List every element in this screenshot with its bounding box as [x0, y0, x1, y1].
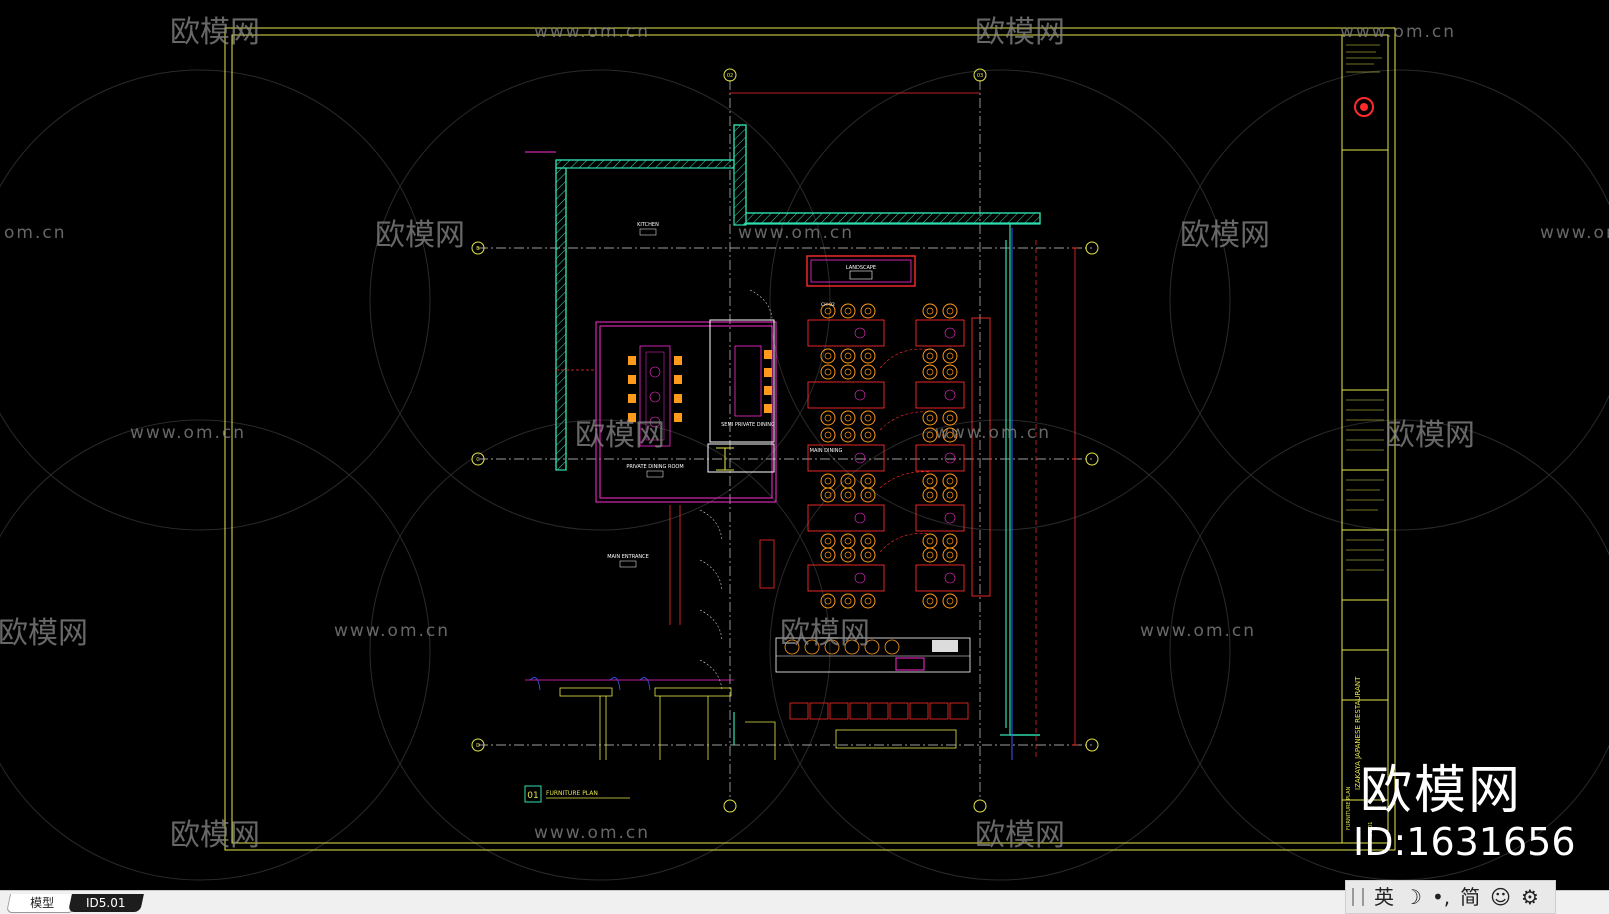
sheet-inner-frame — [231, 34, 1389, 844]
tab-model-label: 模型 — [30, 896, 55, 910]
watermark-url: om.cn — [4, 223, 67, 243]
kitchen-label: KITCHEN — [637, 222, 659, 228]
cad-drawing-canvas[interactable]: IZAKAYA JAPANESE RESTAURANT FURNITURE PL… — [0, 0, 1609, 890]
ime-emoji-icon[interactable]: ☺ — [1490, 885, 1511, 909]
tab-layout-label: ID5.01 — [86, 896, 126, 910]
entrance-doors — [699, 289, 773, 691]
service-lines — [525, 369, 775, 681]
watermark-brands: 欧模网 欧模网 欧模网 欧模网 欧模网 欧模网 欧模网 欧模网 欧模网 欧模网 … — [0, 15, 1609, 853]
private-dining-room: PRIVATE DINING ROOM SEMI PRIVATE DINING — [626, 345, 775, 478]
plan-number: 01 — [527, 791, 538, 801]
semi-private-label: SEMI PRIVATE DINING — [721, 422, 775, 428]
watermark-brand: 欧模网 — [1385, 418, 1475, 453]
watermark-url: www.om.cn — [935, 423, 1051, 443]
plan-title-text: FURNITURE PLAN — [546, 790, 598, 797]
title-block-sheet-title: FURNITURE PLAN — [1346, 787, 1352, 830]
watermark-brand: 欧模网 — [170, 818, 260, 853]
company-logo-icon — [1354, 97, 1374, 117]
ime-settings-icon[interactable]: ⚙ — [1520, 885, 1539, 909]
plan-title: 01 FURNITURE PLAN — [524, 785, 630, 803]
chair-tag: CH-02 — [821, 302, 835, 308]
curtain-wall — [1005, 228, 1037, 760]
watermark-brand: 欧模网 — [975, 818, 1065, 853]
ime-moon-icon[interactable]: ☽ — [1404, 885, 1422, 909]
private-dining-label: PRIVATE DINING ROOM — [626, 464, 683, 470]
landscape-label: LANDSCAPE — [846, 265, 876, 271]
watermark-url: www.om.cn — [738, 223, 854, 243]
watermark-circles — [0, 69, 1609, 881]
landscape-planter: LANDSCAPE — [806, 255, 916, 287]
watermark-brand: 欧模网 — [375, 218, 465, 253]
main-entrance-label: MAIN ENTRANCE — [607, 554, 649, 560]
title-block-project-name: IZAKAYA JAPANESE RESTAURANT — [1354, 676, 1362, 790]
entrance: MAIN ENTRANCE — [607, 554, 649, 568]
ime-grip-icon[interactable] — [1352, 888, 1364, 906]
watermark-url: www.om.cn — [1540, 223, 1609, 243]
watermark-brand: 欧模网 — [1180, 218, 1270, 253]
watermark-url: www.om.cn — [1140, 621, 1256, 641]
watermark-brand: 欧模网 — [780, 616, 870, 651]
main-dining-tables: CH-02 MAIN DINING — [807, 302, 991, 609]
ime-toolbar: 英 ☽ •, 简 ☺ ⚙ — [1345, 880, 1556, 914]
ime-punct-toggle[interactable]: •, — [1431, 885, 1451, 909]
title-block-sheet-no: ID5.01 — [1368, 822, 1374, 838]
watermark-url: www.om.cn — [534, 22, 650, 42]
tab-layout-id501[interactable]: ID5.01 — [68, 894, 144, 912]
grid-bubbles — [471, 68, 1099, 813]
main-dining-label: MAIN DINING — [810, 448, 843, 454]
watermark-url: www.om.cn — [1340, 22, 1456, 42]
exterior-walls — [555, 124, 1041, 745]
watermark-url: www.om.cn — [534, 823, 650, 843]
watermark-brand: 欧模网 — [975, 15, 1065, 50]
watermark-big-brand: 欧模网 — [1360, 761, 1523, 821]
sheet-outer-frame — [224, 27, 1396, 851]
grid-tag-02-top: 02 — [727, 73, 733, 79]
watermark-brand: 欧模网 — [170, 15, 260, 50]
dimension-lines — [730, 92, 1078, 746]
ime-simplified-toggle[interactable]: 简 — [1460, 885, 1481, 909]
watermark-url: www.om.cn — [130, 423, 246, 443]
watermark-brand: 欧模网 — [0, 616, 88, 651]
south-walls — [529, 677, 776, 760]
kitchen-room: KITCHEN — [637, 222, 659, 236]
watermark-id: ID:1631656 — [1353, 820, 1576, 864]
grid-tag-03-top: 03 — [977, 73, 983, 79]
watermark-url: www.om.cn — [334, 621, 450, 641]
watermark-brand: 欧模网 — [575, 418, 665, 453]
grid-tag-b-left: B — [476, 246, 480, 252]
grid-tag-c-left: C — [476, 457, 480, 463]
bar-counter — [775, 637, 971, 749]
layout-tab-bar: 模型 ID5.01 — [0, 890, 1609, 914]
grid-tag-d-left: D — [476, 743, 480, 749]
title-block: IZAKAYA JAPANESE RESTAURANT FURNITURE PL… — [1341, 34, 1389, 844]
ime-lang-toggle[interactable]: 英 — [1374, 885, 1394, 909]
tab-model[interactable]: 模型 — [5, 894, 79, 913]
